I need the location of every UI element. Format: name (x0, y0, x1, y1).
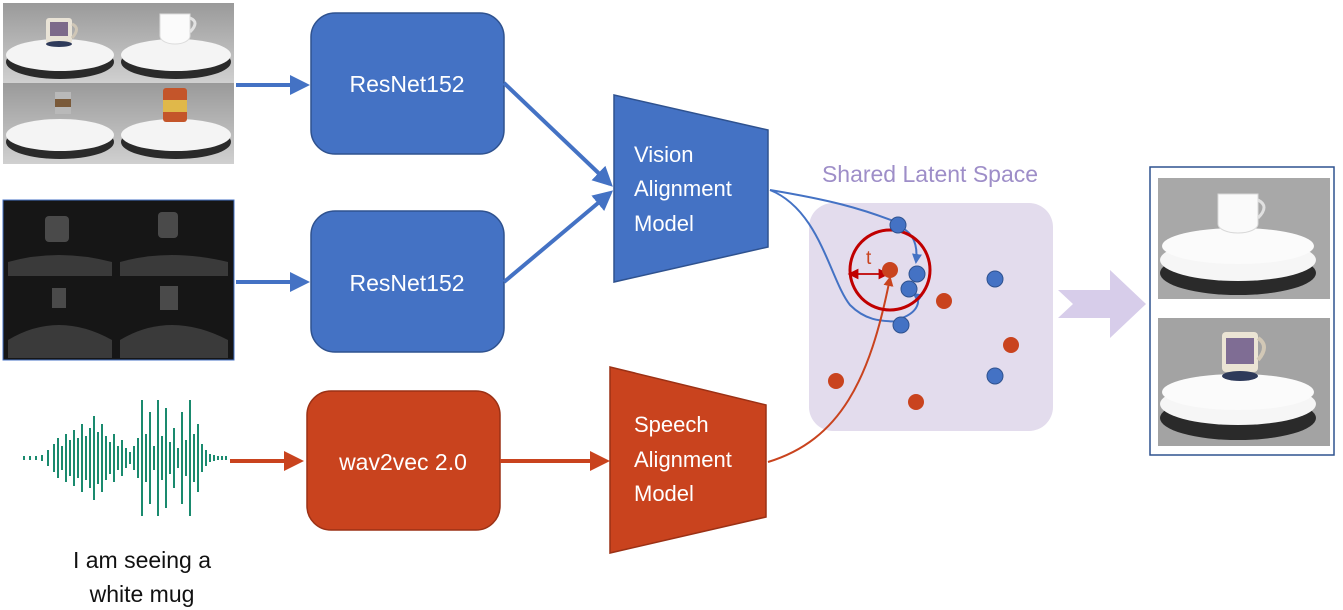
speech-alignment-line1: Speech (634, 412, 709, 437)
speech-encoder-label: wav2vec 2.0 (338, 449, 467, 475)
retrieved-image-patterned-mug (1158, 318, 1330, 446)
speech-caption-line2: white mug (89, 581, 195, 607)
output-arrow (1058, 270, 1146, 338)
speech-embed-curve (767, 276, 894, 463)
retrieved-images-panel (1149, 166, 1335, 456)
rgb-encoder-label: ResNet152 (349, 71, 464, 97)
vision-embedding-point (908, 265, 926, 283)
vision-embedding-point (889, 216, 907, 234)
shared-latent-space: Shared Latent Space t (767, 161, 1053, 463)
speech-embedding-point (908, 394, 924, 410)
vision-embed-arrow-b (901, 292, 924, 319)
rgb-tile-mug (3, 3, 118, 83)
vision-alignment-line1: Vision (634, 142, 694, 167)
speech-alignment-line2: Alignment (634, 447, 732, 472)
vision-alignment-line3: Model (634, 211, 694, 236)
vision-alignment-model: Vision Alignment Model (613, 94, 769, 283)
vision-alignment-line2: Alignment (634, 176, 732, 201)
red-embedding-points (828, 262, 1019, 410)
vision-embedding-point (986, 367, 1004, 385)
latent-space-title: Shared Latent Space (822, 161, 1038, 187)
depth-to-vision-alignment-arrow (502, 190, 614, 284)
vision-embed-curve-bottom (769, 189, 901, 323)
rgb-image-grid (3, 3, 234, 164)
speech-embedding-point (936, 293, 952, 309)
rgb-encoder-box: ResNet152 (310, 12, 505, 155)
speech-caption-line1: I am seeing a (73, 547, 211, 573)
speech-encoder-box: wav2vec 2.0 (306, 390, 501, 531)
audio-waveform-icon (23, 400, 227, 516)
depth-encoder-box: ResNet152 (310, 210, 505, 353)
vision-embedding-point (986, 270, 1004, 288)
vision-embedding-point (892, 316, 910, 334)
speech-embedding-point (1003, 337, 1019, 353)
speech-embedding-point (828, 373, 844, 389)
threshold-label: t (866, 248, 872, 269)
depth-encoder-label: ResNet152 (349, 270, 464, 296)
rgb-to-vision-alignment-arrow (502, 81, 613, 187)
rgb-tile-jar (118, 83, 234, 164)
blue-embedding-points (889, 216, 1004, 385)
rgb-tile-can (3, 83, 118, 164)
speech-alignment-line3: Model (634, 481, 694, 506)
speech-query-point (882, 262, 898, 278)
rgb-tile-white-cup (118, 3, 234, 83)
retrieved-image-white-cup (1158, 178, 1330, 299)
vision-embedding-point (900, 280, 918, 298)
vision-embed-curve-top (769, 189, 897, 223)
depth-image-grid (2, 199, 235, 361)
speech-alignment-model: Speech Alignment Model (609, 366, 767, 554)
